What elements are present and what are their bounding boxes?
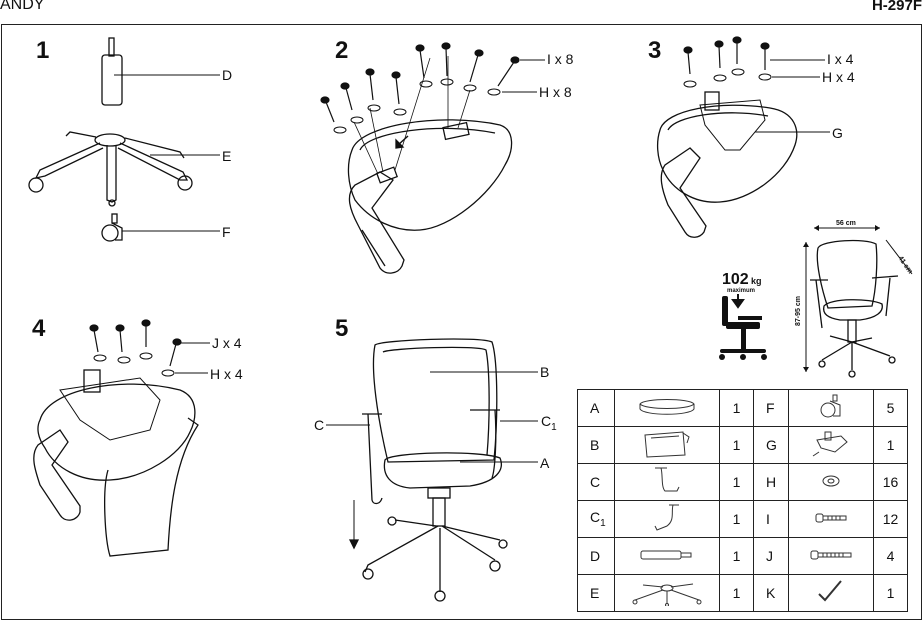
part-qty: 4 bbox=[873, 537, 908, 575]
label-d: D bbox=[222, 67, 232, 83]
part-qty: 12 bbox=[873, 500, 908, 538]
step-1-number: 1 bbox=[36, 37, 49, 64]
gas-lift-part-thumbnail bbox=[614, 537, 720, 575]
table-row: B 1 G 1 bbox=[577, 426, 908, 464]
label-g: G bbox=[832, 125, 843, 141]
label-f: F bbox=[222, 224, 231, 240]
step-4-number: 4 bbox=[32, 315, 46, 342]
part-code: C1 bbox=[577, 500, 615, 538]
part-qty: 1 bbox=[719, 500, 754, 538]
label-a: A bbox=[540, 455, 550, 471]
part-code: F bbox=[753, 389, 789, 427]
part-code: K bbox=[753, 574, 789, 612]
dimensions-diagram: 56 cm 41 cm 87-95 cm bbox=[795, 220, 914, 378]
step-1: 1 D E F bbox=[28, 37, 232, 242]
capacity-unit: kg bbox=[751, 276, 762, 286]
armrest-part-thumbnail bbox=[614, 463, 720, 501]
gas-lift-illustration bbox=[101, 37, 220, 106]
star-base-illustration bbox=[28, 131, 220, 207]
part-code: H bbox=[753, 463, 789, 501]
part-qty: 1 bbox=[873, 574, 908, 612]
seat-part-thumbnail bbox=[614, 389, 720, 427]
part-qty: 1 bbox=[719, 426, 754, 464]
step-5: 5 B C C1 A bbox=[314, 315, 557, 602]
part-qty: 1 bbox=[873, 426, 908, 464]
step-3: 3 I x 4 H x 4 G bbox=[648, 36, 855, 238]
part-code: G bbox=[753, 426, 789, 464]
step-2-number: 2 bbox=[335, 37, 348, 64]
label-e: E bbox=[222, 148, 231, 164]
table-row: C1 1 I 12 bbox=[577, 500, 908, 538]
chair-silhouette-icon bbox=[719, 296, 767, 360]
part-code: J bbox=[753, 537, 789, 575]
label-c: C bbox=[314, 417, 324, 433]
backrest-install-illustration bbox=[33, 319, 210, 557]
part-code: E bbox=[577, 574, 615, 612]
bolt-part-thumbnail bbox=[788, 500, 874, 538]
table-row: A 1 F 5 bbox=[577, 389, 908, 427]
label-j-x4: J x 4 bbox=[212, 335, 242, 351]
model-name: ANDY bbox=[0, 0, 45, 13]
part-qty: 1 bbox=[719, 574, 754, 612]
part-code: C bbox=[577, 463, 615, 501]
table-row: C 1 H 16 bbox=[577, 463, 908, 501]
label-h-x4-step3: H x 4 bbox=[822, 69, 855, 85]
label-i-x4: I x 4 bbox=[827, 51, 854, 67]
mechanism-install-illustration bbox=[656, 36, 830, 238]
label-b: B bbox=[540, 364, 549, 380]
capacity-value: 102 bbox=[722, 271, 749, 288]
star-base-part-thumbnail bbox=[614, 574, 720, 612]
mechanism-part-thumbnail bbox=[788, 426, 874, 464]
long-bolt-part-thumbnail bbox=[788, 537, 874, 575]
model-code: H-297F bbox=[871, 0, 922, 14]
armrest-part-thumbnail bbox=[614, 500, 720, 538]
step-4: 4 J x 4 H x 4 bbox=[32, 315, 243, 557]
part-code: A bbox=[577, 389, 615, 427]
part-code: B bbox=[577, 426, 615, 464]
label-i-x8: I x 8 bbox=[547, 51, 574, 67]
capacity-caption: maximum bbox=[727, 288, 755, 294]
part-code: D bbox=[577, 537, 615, 575]
label-c1: C1 bbox=[541, 413, 557, 433]
parts-table: A 1 F 5 B 1 G 1 C bbox=[577, 389, 908, 612]
part-qty: 1 bbox=[719, 389, 754, 427]
weight-capacity: 102 kg maximum bbox=[719, 271, 767, 360]
caster-illustration bbox=[101, 213, 220, 242]
step-3-number: 3 bbox=[648, 37, 661, 64]
width-dimension: 56 cm bbox=[836, 220, 856, 227]
caster-part-thumbnail bbox=[788, 389, 874, 427]
table-row: D 1 J 4 bbox=[577, 537, 908, 575]
part-qty: 1 bbox=[719, 463, 754, 501]
part-qty: 1 bbox=[719, 537, 754, 575]
hex-key-part-thumbnail bbox=[788, 574, 874, 612]
seat-underside-illustration bbox=[320, 42, 545, 274]
depth-dimension: 41 cm bbox=[896, 255, 913, 275]
label-h-x4-step4: H x 4 bbox=[210, 366, 243, 382]
table-row: E 1 K 1 bbox=[577, 574, 908, 612]
label-h-x8: H x 8 bbox=[539, 84, 572, 100]
part-qty: 16 bbox=[873, 463, 908, 501]
step-5-number: 5 bbox=[335, 315, 348, 342]
down-arrow-icon bbox=[731, 294, 745, 309]
washer-part-thumbnail bbox=[788, 463, 874, 501]
part-code: I bbox=[753, 500, 789, 538]
step-2: 2 bbox=[320, 37, 574, 274]
backrest-part-thumbnail bbox=[614, 426, 720, 464]
assembled-chair-illustration bbox=[326, 338, 538, 602]
height-dimension: 87-95 cm bbox=[795, 296, 802, 326]
instruction-frame bbox=[1, 24, 922, 620]
part-qty: 5 bbox=[873, 389, 908, 427]
